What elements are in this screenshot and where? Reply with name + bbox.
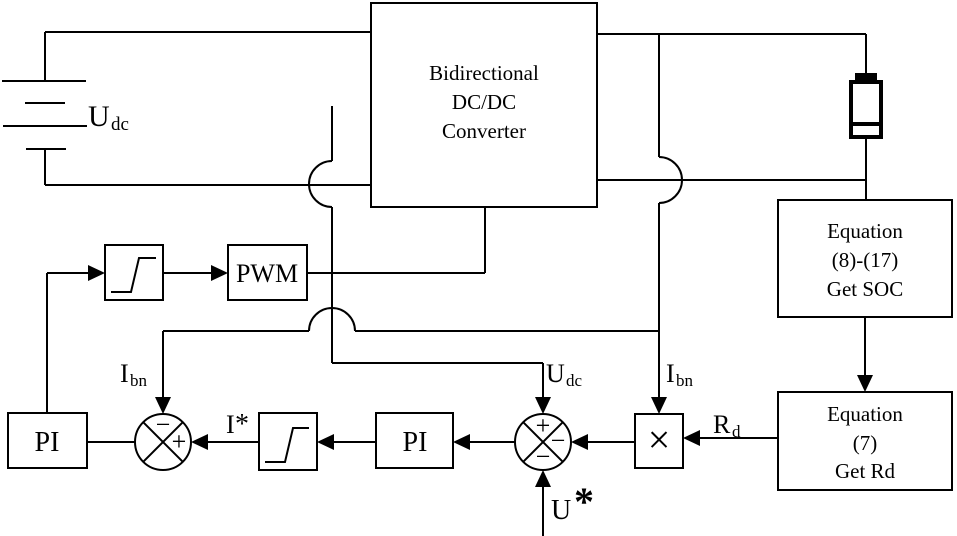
dc-bus-wires	[44, 31, 867, 200]
pwm-label: PWM	[236, 259, 298, 288]
current-ref-label: I	[226, 410, 235, 439]
pi-current-box	[375, 412, 454, 469]
pwm-gate-wires	[46, 207, 486, 413]
source-voltage-sub: dc	[111, 114, 129, 135]
pi-voltage-label: PI	[35, 427, 60, 458]
wire-hop-right	[658, 156, 683, 204]
arrow-iref-into-current-sum	[191, 434, 208, 450]
droop-resistance-sub: d	[732, 422, 741, 441]
control-loop-wires	[87, 317, 866, 536]
equation-soc-block: Equation (8)-(17) Get SOC	[777, 199, 953, 318]
arrow-ibn-into-current-sum	[155, 397, 171, 414]
multiplier-block: ×	[634, 413, 684, 469]
converter-block: Bidirectional DC/DC Converter	[370, 2, 598, 208]
multiplier-box	[634, 413, 684, 469]
pi-voltage-box	[7, 412, 88, 469]
pi-current-label: PI	[403, 427, 428, 458]
voltage-sum-junction: + − −	[514, 411, 572, 471]
saturation2-box	[258, 412, 318, 471]
equation-rd-line3: Get Rd	[835, 459, 896, 483]
equation-soc-line1: Equation	[827, 219, 903, 243]
converter-label-line1: Bidirectional	[429, 61, 539, 85]
voltage-ref-star: *	[574, 479, 594, 524]
saturation1-box	[104, 244, 164, 301]
current-sum-top-sign: −	[156, 410, 171, 439]
arrow-udc-into-voltage-sum	[535, 397, 551, 414]
pi-current-block: PI	[375, 412, 454, 469]
pi-voltage-block: PI	[7, 412, 88, 469]
ibn-sense-wires	[162, 34, 683, 397]
equation-rd-block: Equation (7) Get Rd	[777, 391, 953, 491]
pwm-box	[227, 244, 308, 301]
multiply-icon: ×	[648, 417, 671, 462]
wire-hop-center	[308, 307, 356, 332]
bus-voltage-label: U	[546, 359, 565, 388]
arrow-into-sat2	[317, 434, 334, 450]
current-sum-right-sign: +	[172, 427, 187, 456]
ibn-outer-sub: bn	[130, 371, 148, 390]
ibn-inner-label: I	[666, 359, 675, 388]
equation-soc-line2: (8)-(17)	[832, 248, 898, 272]
arrow-into-voltage-sum-right	[571, 434, 588, 450]
saturation-curve-icon	[265, 427, 309, 463]
saturation-block-current	[258, 412, 318, 471]
sum-cross-line	[142, 421, 184, 463]
voltage-sum-right-sign: −	[551, 426, 566, 455]
voltage-ref-label: U	[551, 495, 571, 526]
voltage-sum-top-sign: +	[536, 411, 551, 440]
source-voltage-label: U	[88, 100, 110, 133]
current-sum-junction: − +	[134, 410, 192, 471]
converter-label-line3: Converter	[442, 119, 526, 143]
equation-rd-box	[777, 391, 953, 491]
ibn-inner-sub: bn	[676, 371, 694, 390]
voltage-sum-bottom-sign: −	[536, 442, 551, 471]
arrow-ibn-into-multiplier	[651, 397, 667, 414]
arrow-into-sat1	[88, 265, 105, 281]
wire-hop-left	[308, 160, 333, 208]
converter-box	[370, 2, 598, 208]
dc-source-icon	[2, 80, 87, 150]
battery-icon	[849, 73, 883, 139]
droop-resistance-label: R	[713, 410, 731, 439]
signal-labels: U dc U dc I bn I bn I * U * R d	[88, 100, 741, 526]
current-ref-star: *	[235, 409, 249, 440]
arrow-into-pi-current	[453, 434, 470, 450]
equation-soc-box	[777, 199, 953, 318]
arrow-into-pwm	[211, 265, 228, 281]
converter-label-line2: DC/DC	[452, 90, 516, 114]
equation-rd-line1: Equation	[827, 402, 903, 426]
battery-terminal-cap	[855, 73, 877, 82]
arrow-uref-into-voltage-sum	[535, 470, 551, 487]
udc-sense-wires	[308, 106, 544, 397]
saturation-block-duty	[104, 244, 164, 301]
pwm-block: PWM	[227, 244, 308, 301]
battery-body	[849, 80, 883, 139]
equation-soc-line3: Get SOC	[827, 277, 903, 301]
arrow-soc-into-rd	[857, 375, 873, 392]
equation-rd-line2: (7)	[853, 431, 878, 455]
saturation-curve-icon	[111, 257, 156, 293]
arrow-rd-into-multiplier	[683, 430, 700, 446]
ibn-outer-label: I	[120, 359, 129, 388]
bus-voltage-sub: dc	[566, 371, 583, 390]
sum-cross-line	[522, 421, 564, 463]
arrowheads	[88, 265, 873, 487]
